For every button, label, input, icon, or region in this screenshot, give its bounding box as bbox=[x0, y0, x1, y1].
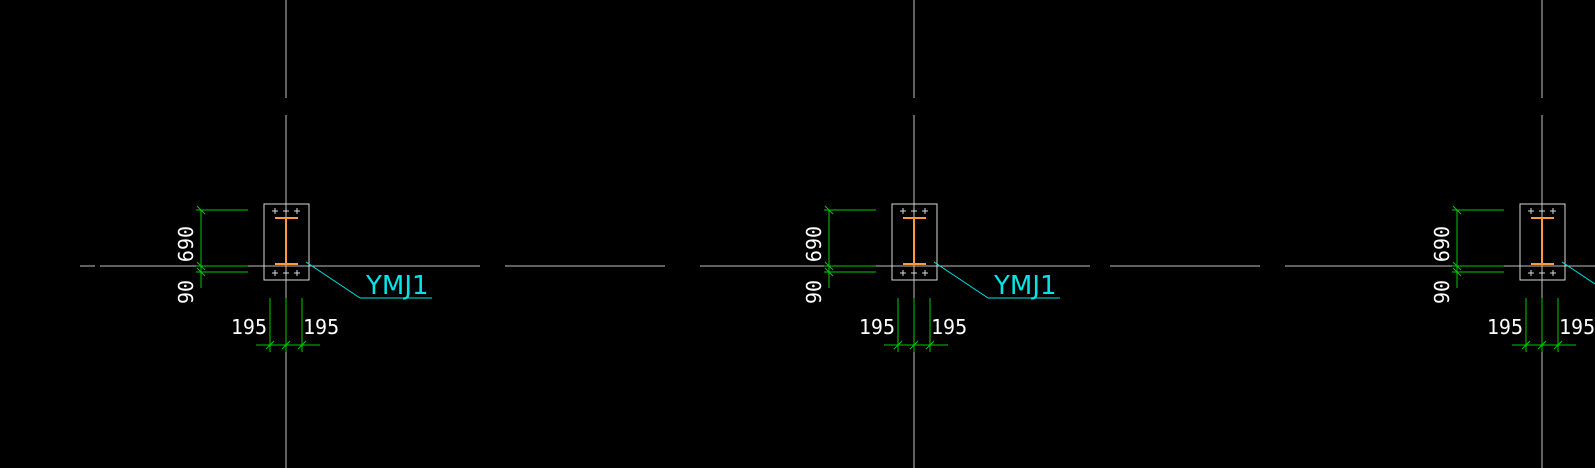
column-detail-3: 690 90 195 195 bbox=[1430, 0, 1595, 468]
dim-text-horizontal-left: 195 bbox=[1487, 315, 1523, 339]
steel-column-section bbox=[903, 217, 926, 265]
dim-text-vertical-bottom: 90 bbox=[1430, 280, 1454, 304]
steel-column-section bbox=[1531, 217, 1554, 265]
horizontal-dimension bbox=[1512, 298, 1576, 352]
dim-text-vertical-top: 690 bbox=[174, 226, 198, 262]
dim-text-horizontal-right: 195 bbox=[303, 315, 339, 339]
horizontal-dimension bbox=[256, 298, 320, 352]
bolt-marks bbox=[900, 208, 928, 276]
leader-line bbox=[305, 261, 432, 299]
steel-column-section bbox=[275, 217, 298, 265]
bolt-marks bbox=[1528, 208, 1556, 276]
base-plate-outline bbox=[263, 203, 310, 281]
dim-text-vertical-top: 690 bbox=[1430, 226, 1454, 262]
bolt-marks bbox=[272, 208, 300, 276]
dim-text-vertical-top: 690 bbox=[802, 226, 826, 262]
vertical-dimension bbox=[196, 205, 248, 288]
column-detail-1: 690 90 195 195 YMJ1 bbox=[174, 0, 432, 468]
column-detail-2: 690 90 195 195 YMJ1 bbox=[802, 0, 1060, 468]
leader-line bbox=[933, 261, 1060, 299]
component-tag: YMJ1 bbox=[365, 271, 429, 301]
dim-text-vertical-bottom: 90 bbox=[802, 280, 826, 304]
horizontal-dimension bbox=[884, 298, 948, 352]
dim-text-vertical-bottom: 90 bbox=[174, 280, 198, 304]
vertical-dimension bbox=[1452, 205, 1504, 288]
dim-text-horizontal-left: 195 bbox=[859, 315, 895, 339]
dim-text-horizontal-right: 195 bbox=[931, 315, 967, 339]
component-tag: YMJ1 bbox=[993, 271, 1057, 301]
base-plate-outline bbox=[1519, 203, 1566, 281]
leader-line bbox=[1561, 261, 1595, 285]
base-plate-outline bbox=[891, 203, 938, 281]
dim-text-horizontal-right: 195 bbox=[1559, 315, 1595, 339]
dim-text-horizontal-left: 195 bbox=[231, 315, 267, 339]
vertical-dimension bbox=[824, 205, 876, 288]
